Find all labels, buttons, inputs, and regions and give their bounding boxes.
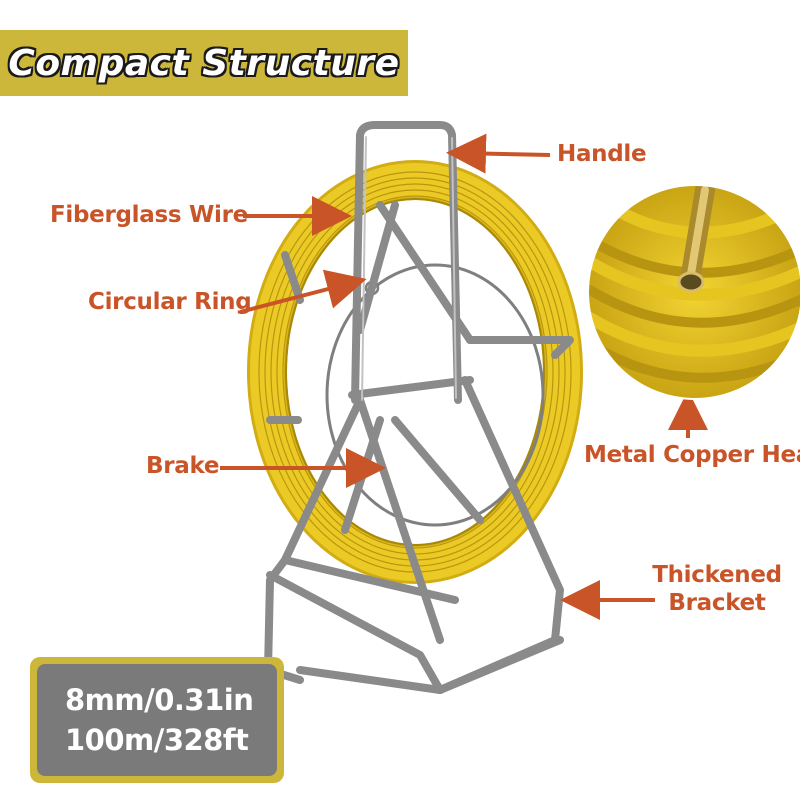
spec-panel: 8mm/0.31in 100m/328ft (37, 664, 277, 776)
title-banner: Compact Structure (0, 30, 408, 96)
circular-ring (325, 263, 545, 527)
label-metal-copper-head: Metal Copper Head (584, 442, 800, 468)
page-title: Compact Structure (8, 42, 400, 84)
label-thickened-line2: Bracket (668, 589, 766, 616)
copper-head-zoom (587, 184, 800, 400)
label-thickened-line1: Thickened (652, 562, 782, 588)
spec-length: 100m/328ft (65, 723, 249, 757)
callout-arrows (220, 133, 708, 620)
label-circular-ring: Circular Ring (88, 289, 252, 315)
metal-frame (264, 121, 574, 694)
label-handle: Handle (557, 141, 647, 167)
label-fiberglass-wire: Fiberglass Wire (50, 202, 248, 228)
spec-box: 8mm/0.31in 100m/328ft (30, 657, 284, 783)
label-brake: Brake (146, 453, 220, 479)
label-thickened-bracket: Thickened Bracket (652, 562, 782, 617)
spec-diameter: 8mm/0.31in (65, 683, 254, 717)
